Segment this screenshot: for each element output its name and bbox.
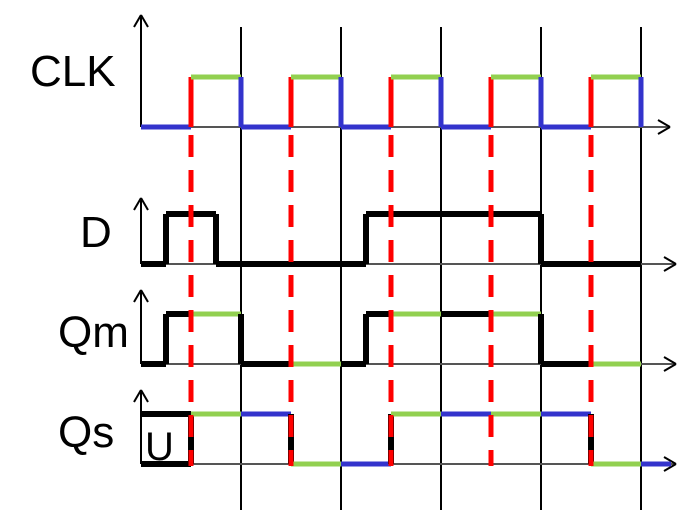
arrow-head (133, 389, 142, 403)
arrow-head (663, 463, 677, 472)
signal-label-d: D (80, 208, 112, 257)
arrow-head (657, 119, 671, 128)
arrow-head (133, 289, 142, 303)
arrow-head (133, 14, 142, 28)
arrow-head (657, 126, 671, 135)
arrow-head (140, 389, 149, 403)
arrow-head (663, 356, 677, 365)
arrow-head (140, 289, 149, 303)
arrow-head (140, 197, 149, 211)
arrow-head (663, 363, 677, 372)
signal-label-clk: CLK (30, 47, 116, 96)
arrow-head (663, 456, 677, 465)
arrow-head (663, 256, 677, 265)
undefined-state-label: U (145, 425, 174, 469)
signal-label-qm: Qm (58, 308, 129, 357)
rising-edge-markers (188, 127, 594, 466)
signal-label-qs: Qs (58, 408, 114, 457)
arrow-head (133, 197, 142, 211)
arrow-head (140, 14, 149, 28)
waveforms (141, 74, 671, 467)
arrow-head (663, 263, 677, 272)
